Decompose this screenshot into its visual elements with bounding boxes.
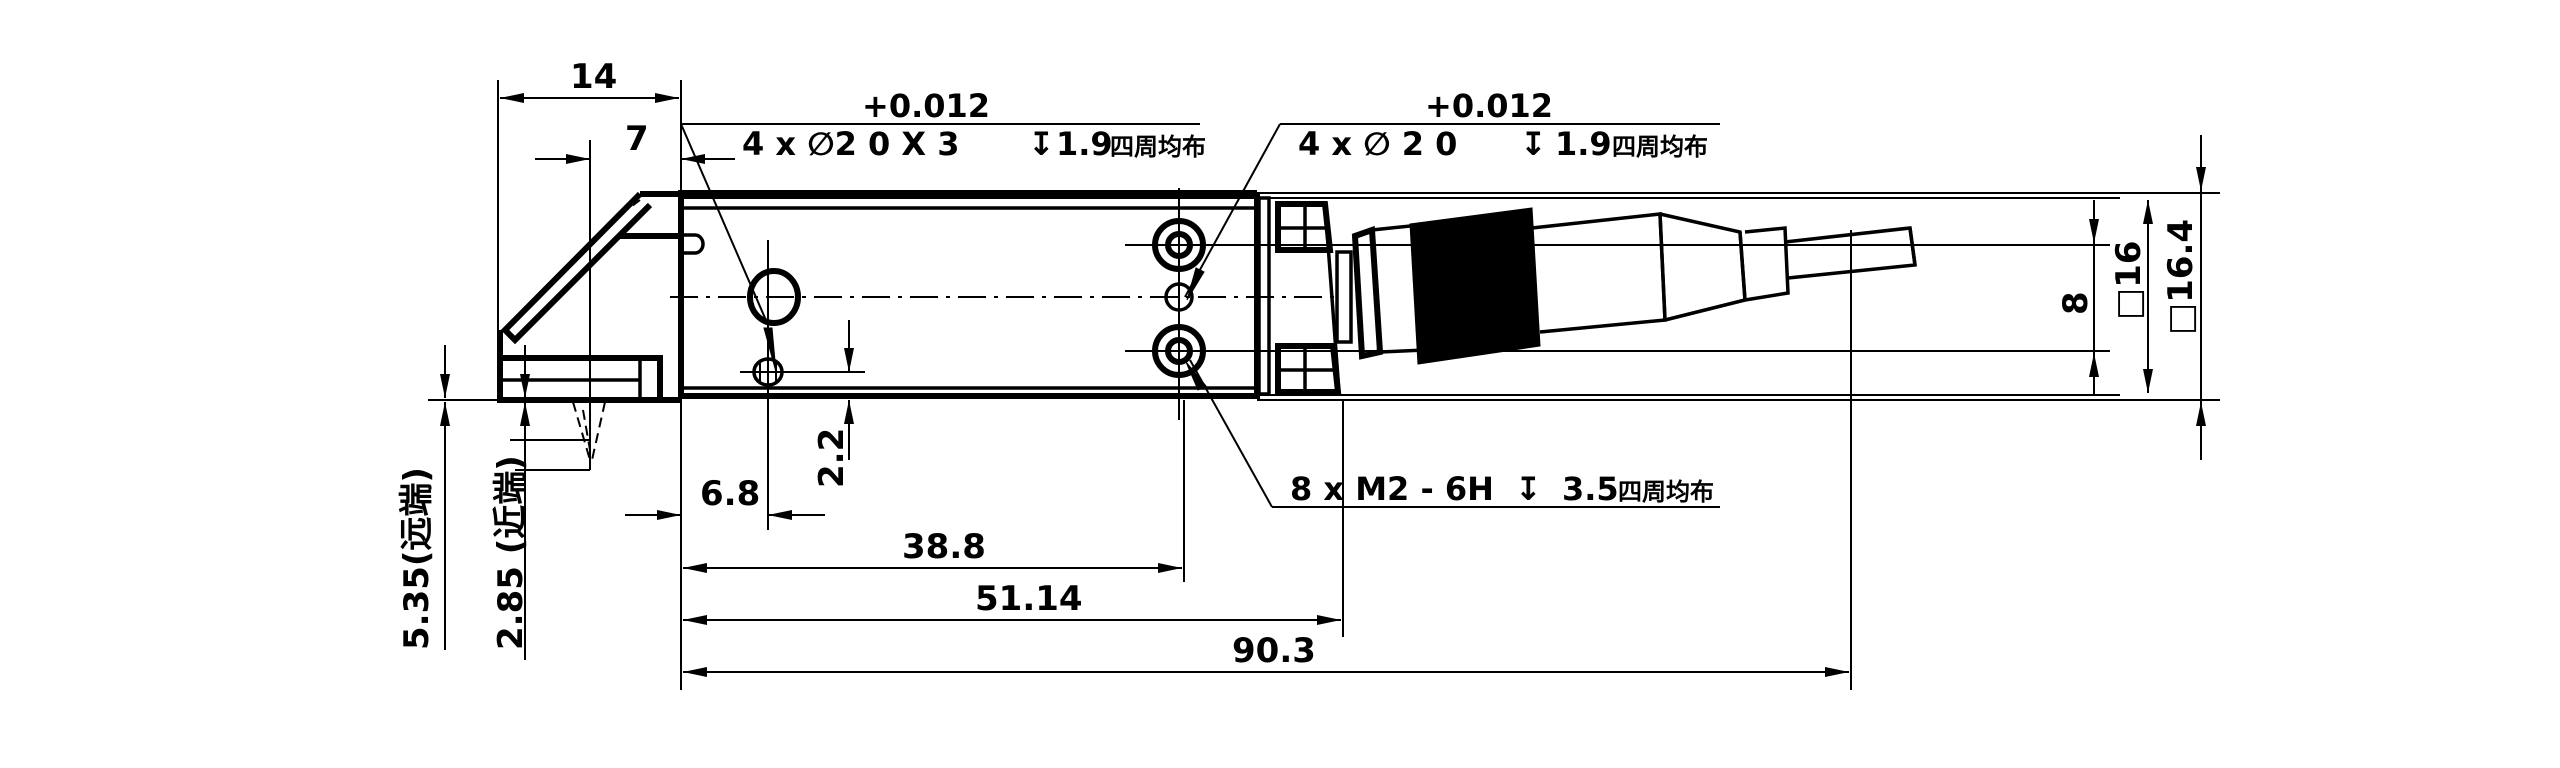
dim-square-16-4: □16.4 bbox=[2161, 219, 2201, 335]
left-hole-depth: 1.9 bbox=[1056, 125, 1113, 163]
dim-square-16: □16 bbox=[2109, 241, 2149, 320]
callout-left-hole: +0.012 4 x ∅2 0 X 3 ↧ 1.9 四周均布 bbox=[680, 87, 1206, 373]
thread-note: 四周均布 bbox=[1618, 478, 1714, 506]
left-hole-spec: 4 x ∅2 0 X 3 bbox=[742, 125, 959, 163]
callout-right-hole: +0.012 4 x ∅ 2 0 ↧ 1.9 四周均布 bbox=[1184, 87, 1720, 301]
left-hole-tolerance: +0.012 bbox=[862, 87, 990, 125]
dim-90-3: 90.3 bbox=[1232, 631, 1316, 671]
thread-depth-symbol: ↧ bbox=[1515, 470, 1542, 508]
dim-38-8: 38.8 bbox=[902, 527, 986, 567]
left-hole-note: 四周均布 bbox=[1110, 133, 1206, 161]
right-hole-note: 四周均布 bbox=[1612, 133, 1708, 161]
right-hole-depth: 1.9 bbox=[1555, 125, 1612, 163]
sensor-body bbox=[497, 188, 2220, 461]
dimension-lines: 14 7 6.8 2.2 38.8 51.14 90.3 bbox=[397, 57, 2206, 690]
right-hole-depth-symbol: ↧ bbox=[1520, 125, 1547, 163]
dim-51-14: 51.14 bbox=[975, 579, 1083, 619]
left-hole-depth-symbol: ↧ bbox=[1028, 125, 1055, 163]
thread-spec: 8 x M2 - 6H bbox=[1290, 470, 1494, 508]
right-hole-tolerance: +0.012 bbox=[1425, 87, 1553, 125]
right-hole-spec: 4 x ∅ 2 0 bbox=[1298, 125, 1457, 163]
dim-2-2: 2.2 bbox=[812, 428, 852, 488]
dim-7: 7 bbox=[625, 119, 649, 159]
dim-6-8: 6.8 bbox=[700, 474, 760, 514]
dim-2-85-near: 2.85 (近端) bbox=[491, 455, 531, 650]
cable-connector bbox=[1335, 207, 1917, 365]
dim-5-35-far: 5.35(远端) bbox=[397, 467, 437, 650]
mount-hole-large bbox=[747, 268, 801, 326]
end-cap bbox=[1257, 196, 1342, 396]
dim-8: 8 bbox=[2056, 291, 2096, 315]
thread-holes bbox=[1125, 188, 1260, 420]
dim-14: 14 bbox=[570, 57, 617, 97]
callout-thread: 8 x M2 - 6H ↧ 3.5 四周均布 bbox=[1185, 359, 1720, 508]
thread-depth: 3.5 bbox=[1562, 470, 1619, 508]
